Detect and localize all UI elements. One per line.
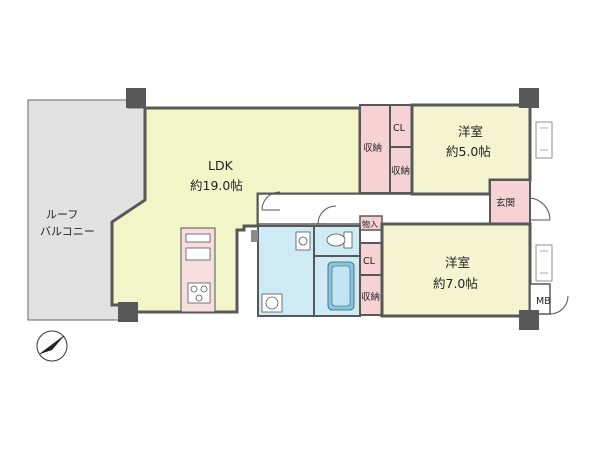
svg-text:収納: 収納 [361,291,380,303]
north-compass-icon [36,330,68,362]
air-conditioner-icon [535,121,553,159]
storage-south: 収納 [359,274,383,316]
svg-text:玄関: 玄関 [496,197,515,209]
svg-text:収納: 収納 [391,165,410,177]
mono-ire-storage: 物入 [359,215,383,231]
bedroom-north-name: 洋室 [458,124,483,139]
air-conditioner-icon [535,244,553,282]
closet-north: CL [389,104,413,148]
structural-columns [118,88,539,330]
roof-balcony-label-line2: バルコニー [40,225,95,238]
closet-south: CL [359,242,383,276]
bathtub-icon [327,261,355,311]
bedroom-north-size: 約5.0帖 [446,144,491,159]
roof-balcony-label-line1: ルーフ [46,208,78,221]
bathroom [313,255,361,317]
toilet-icon [326,231,353,249]
ldk-size: 約19.0帖 [190,178,243,193]
kitchen-stove-icon [187,282,211,304]
ldk-name: LDK [208,158,234,173]
storage-north-a: 収納 [359,104,391,194]
bedroom-south: 洋室 約7.0帖 [380,222,532,318]
bedroom-south-name: 洋室 [445,255,470,270]
kitchen-counter [180,227,216,313]
svg-text:MB: MB [536,296,551,307]
toilet-room [313,225,361,257]
roof-balcony: ルーフ バルコニー [27,99,146,321]
washbasin-icon [295,231,311,251]
pipe-space [251,230,258,242]
svg-text:物入: 物入 [362,219,378,229]
svg-text:収納: 収納 [363,142,382,154]
storage-north-b: 収納 [389,146,413,194]
meter-box: MB [529,283,551,315]
washroom [257,225,315,317]
ldk-room: LDK 約19.0帖 [110,106,362,314]
svg-text:CL: CL [393,123,406,134]
washing-machine-icon [261,293,283,313]
svg-text:CL: CL [363,256,376,267]
genkan-entrance: 玄関 [489,179,531,225]
bedroom-south-size: 約7.0帖 [433,276,478,291]
